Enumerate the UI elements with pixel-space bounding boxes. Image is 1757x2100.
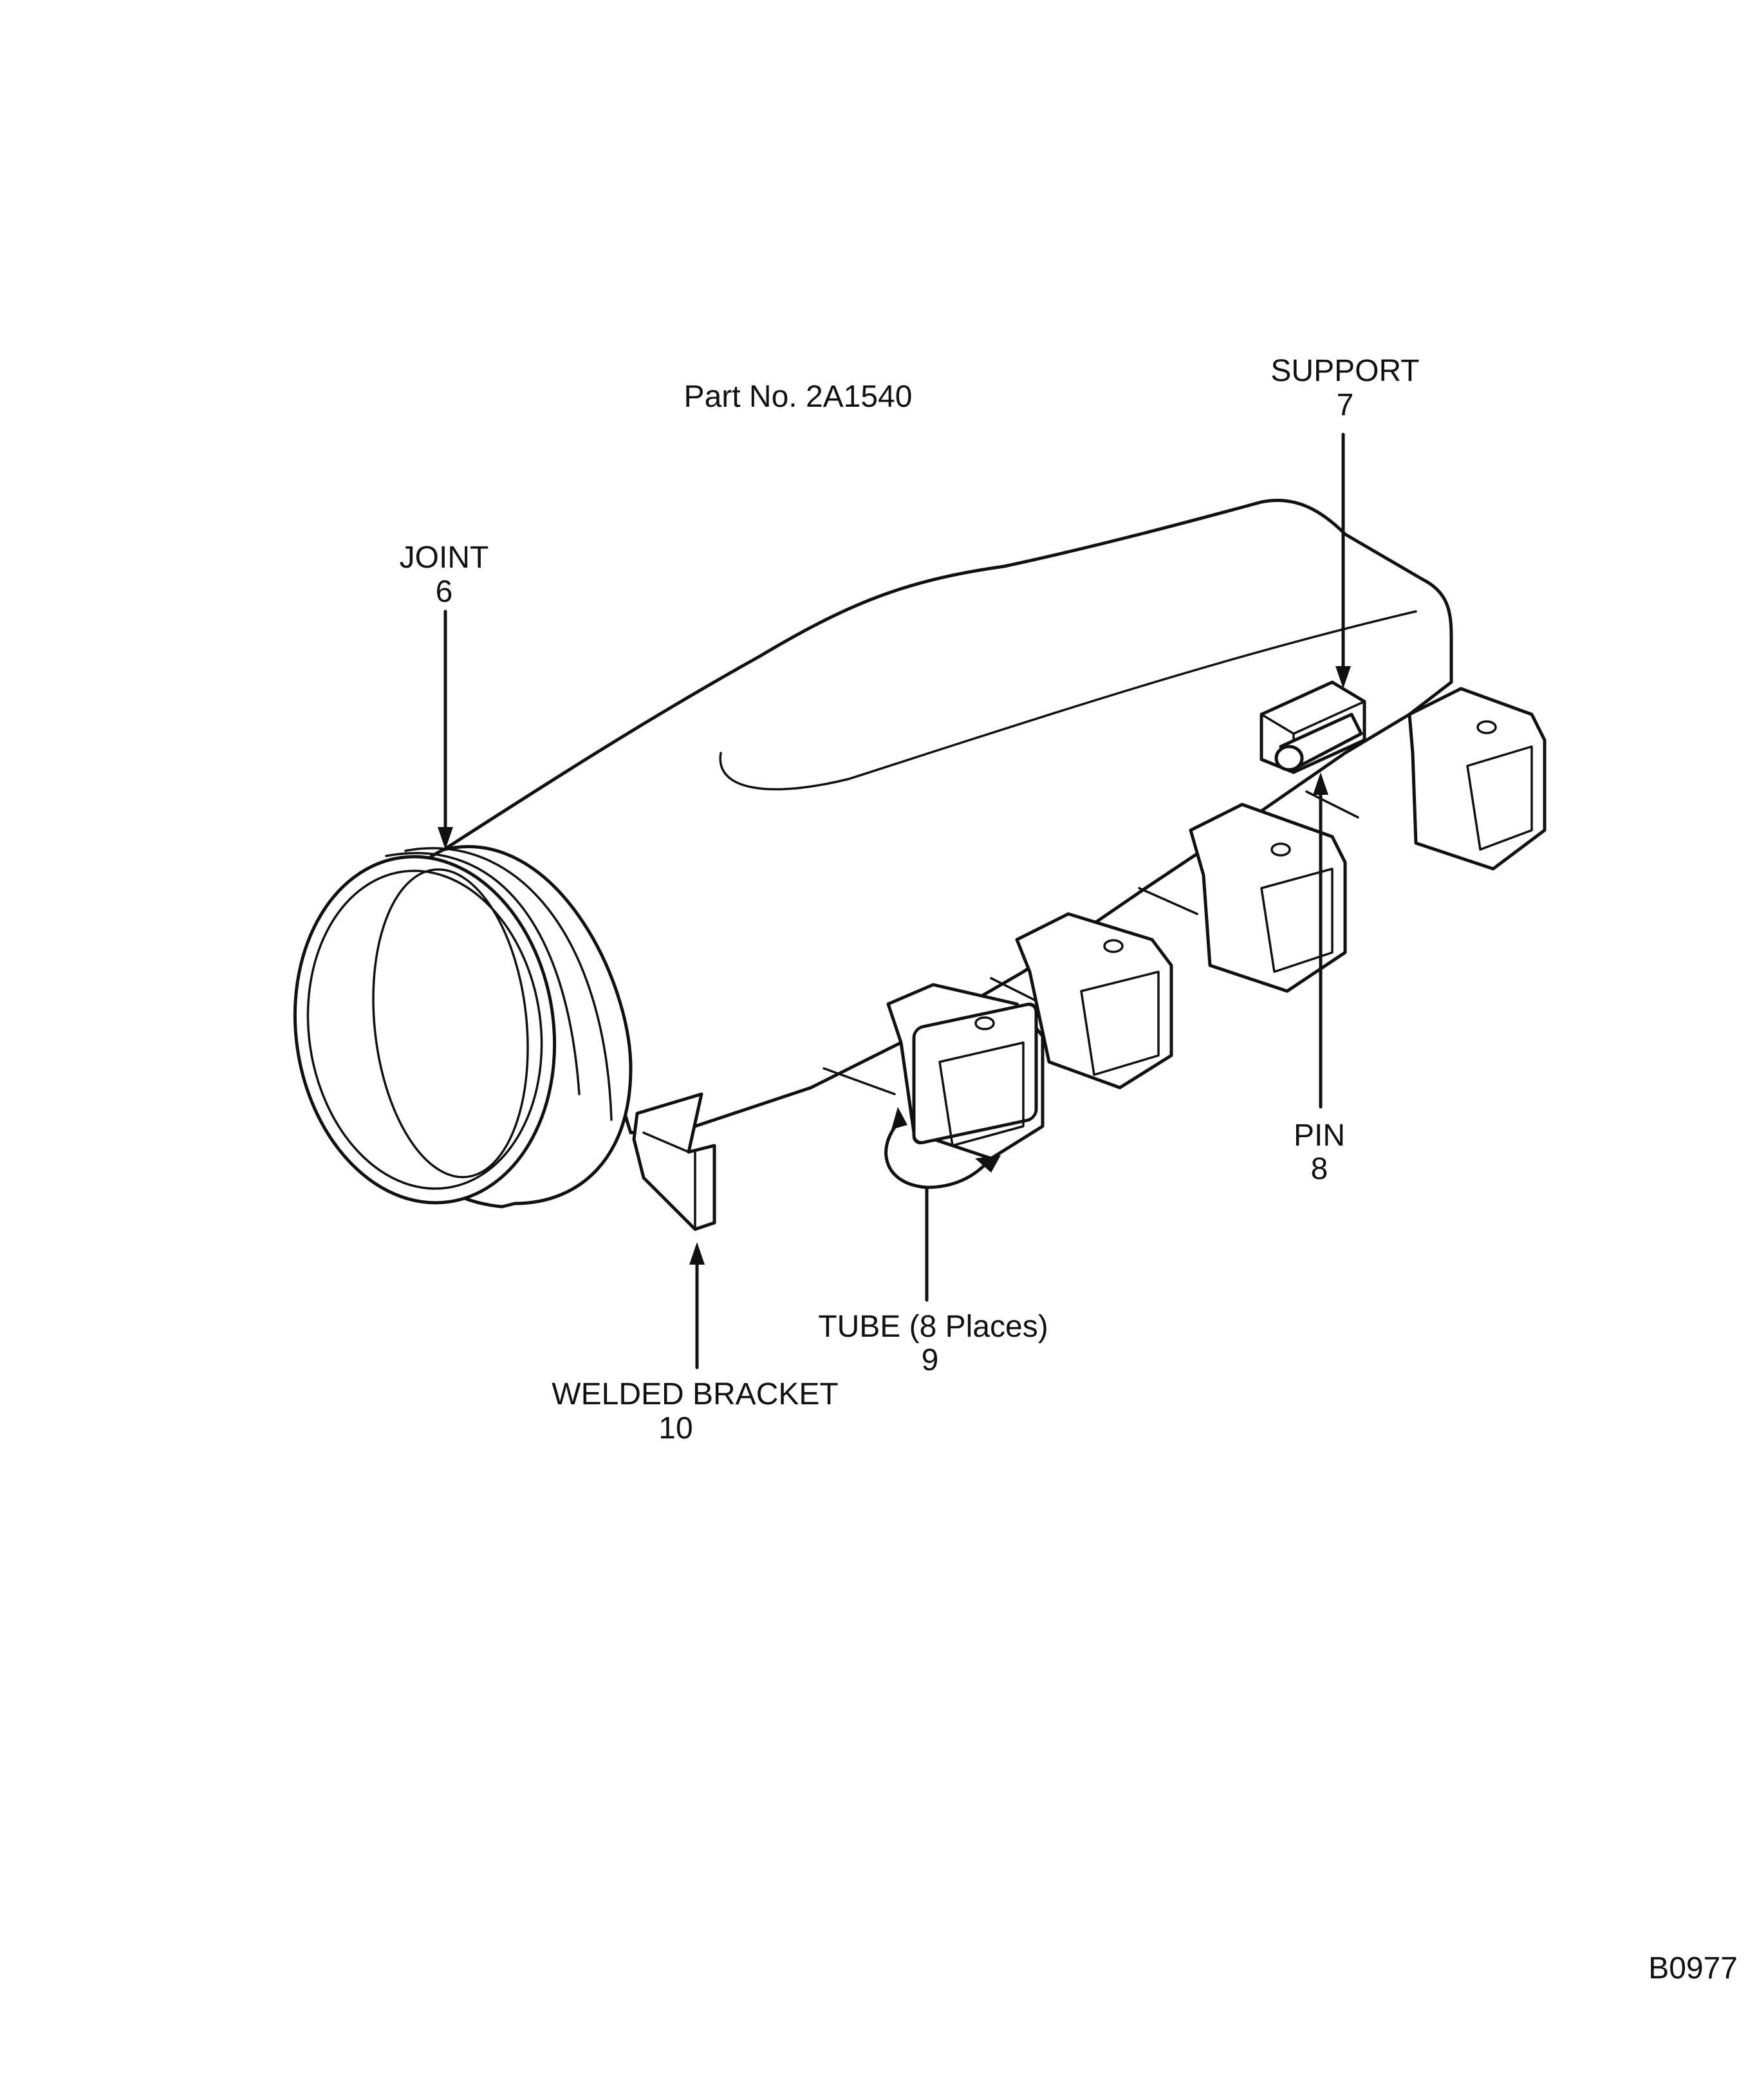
- callout-tube-number: 9: [921, 1343, 939, 1377]
- callout-bracket-number: 10: [658, 1411, 693, 1445]
- part-number-title: Part No. 2A1540: [683, 380, 913, 414]
- callout-joint-number: 6: [435, 575, 453, 609]
- leader-lines: [438, 432, 1351, 1370]
- callout-pin-number: 8: [1310, 1152, 1328, 1186]
- figure-code: B0977: [1648, 1951, 1738, 1985]
- joint-collar: [293, 845, 633, 1209]
- tube-2: [1015, 912, 1173, 1090]
- callout-support-number: 7: [1336, 388, 1354, 422]
- welded-bracket: [632, 1092, 716, 1231]
- pin: [1274, 712, 1363, 772]
- callout-support-name: SUPPORT: [1270, 354, 1420, 388]
- callout-joint-name: JOINT: [399, 541, 489, 575]
- tube-4: [1408, 687, 1547, 871]
- callout-tube-name: TUBE (8 Places): [818, 1310, 1048, 1344]
- tube-1: [886, 983, 1045, 1160]
- callout-bracket-name: WELDED BRACKET: [552, 1377, 839, 1411]
- tube-3: [1189, 803, 1347, 993]
- callout-pin-name: PIN: [1293, 1119, 1345, 1153]
